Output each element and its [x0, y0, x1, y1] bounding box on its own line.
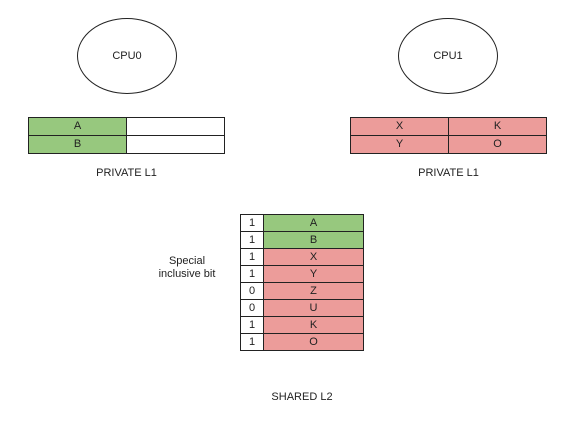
l1-cell: O [448, 135, 547, 154]
l1-row: B [28, 135, 225, 154]
l2-value-cell: K [263, 316, 364, 334]
l1-row: X K [350, 117, 547, 136]
l1-cell: B [28, 135, 127, 154]
l2-row: 1 K [240, 316, 364, 334]
inclusive-bit-cell: 1 [240, 316, 264, 334]
l2-value-cell: X [263, 248, 364, 266]
l1-row: Y O [350, 135, 547, 154]
inclusive-bit-cell: 0 [240, 282, 264, 300]
inclusive-bit-cell: 1 [240, 231, 264, 249]
cpu1-node: CPU1 [398, 18, 498, 94]
inclusive-bit-cell: 1 [240, 248, 264, 266]
l2-row: 1 B [240, 231, 364, 249]
inclusive-bit-cell: 0 [240, 299, 264, 317]
l1-cell: K [448, 117, 547, 136]
inclusive-bit-cell: 1 [240, 214, 264, 232]
l2-value-cell: U [263, 299, 364, 317]
l1-cell: Y [350, 135, 449, 154]
l2-row: 1 Y [240, 265, 364, 283]
l1-cell: X [350, 117, 449, 136]
shared-l2-caption: SHARED L2 [271, 391, 333, 403]
private-l1-cpu0: A B [28, 117, 225, 154]
l1-cell [126, 135, 225, 154]
inclusive-bit-cell: 1 [240, 333, 264, 351]
l1-row: A [28, 117, 225, 136]
l2-row: 1 X [240, 248, 364, 266]
l2-value-cell: A [263, 214, 364, 232]
cpu1-label: CPU1 [433, 50, 463, 62]
private-l1-cpu1: X K Y O [350, 117, 547, 154]
private-l1-cpu0-caption: PRIVATE L1 [96, 167, 157, 179]
l2-row: 0 Z [240, 282, 364, 300]
cpu0-label: CPU0 [112, 50, 142, 62]
l2-value-cell: B [263, 231, 364, 249]
l1-cell: A [28, 117, 127, 136]
l2-value-cell: Y [263, 265, 364, 283]
private-l1-cpu1-caption: PRIVATE L1 [418, 167, 479, 179]
l2-row: 0 U [240, 299, 364, 317]
l1-cell [126, 117, 225, 136]
shared-l2-cache: 1 A 1 B 1 X 1 Y 0 Z 0 U 1 K 1 O [240, 214, 364, 351]
l2-value-cell: O [263, 333, 364, 351]
inclusive-bit-annotation: Special inclusive bit [158, 255, 216, 280]
l2-row: 1 O [240, 333, 364, 351]
l2-value-cell: Z [263, 282, 364, 300]
l2-row: 1 A [240, 214, 364, 232]
inclusive-bit-cell: 1 [240, 265, 264, 283]
cpu0-node: CPU0 [77, 18, 177, 94]
